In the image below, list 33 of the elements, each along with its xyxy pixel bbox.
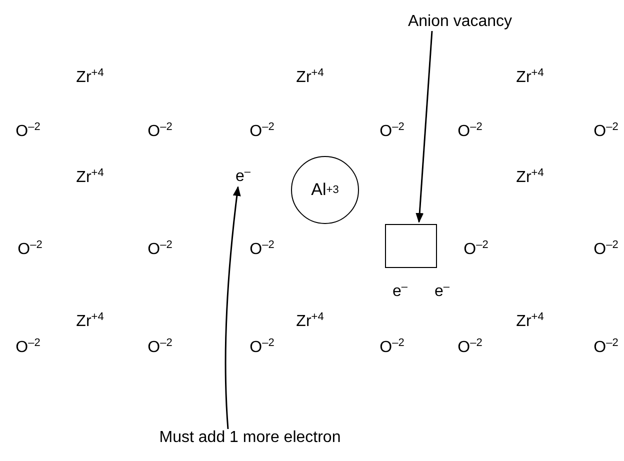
ion-label: O$^{–2}$ (250, 123, 274, 141)
ion-label: Zr$^{+4}$ (76, 313, 104, 331)
ion-label: O$^{–2}$ (458, 339, 482, 357)
ion-label: O$^{–2}$ (250, 339, 274, 357)
ion-label: Zr$^{+4}$ (516, 313, 544, 331)
ion-label: O$^{–2}$ (16, 339, 40, 357)
callout-text: Anion vacancy (408, 13, 512, 31)
ion-label: O$^{–2}$ (148, 241, 172, 259)
callout-text: Must add 1 more electron (159, 429, 341, 447)
ion-label: O$^{–2}$ (16, 123, 40, 141)
ion-label: O$^{–2}$ (594, 339, 618, 357)
arrow (224, 186, 241, 430)
ion-label: O$^{–2}$ (250, 241, 274, 259)
vacancy-square (385, 224, 437, 268)
ion-label: O$^{–2}$ (18, 241, 42, 259)
ion-label: Zr$^{+4}$ (76, 69, 104, 87)
ion-label: O$^{–2}$ (594, 123, 618, 141)
ion-label: Zr$^{+4}$ (296, 69, 324, 87)
ion-label: O$^{–2}$ (148, 123, 172, 141)
ion-label: O$^{–2}$ (464, 241, 488, 259)
ion-label: Zr$^{+4}$ (296, 313, 324, 331)
ion-label: e$^{–}$ (392, 283, 408, 301)
ion-label: e$^{–}$ (434, 283, 450, 301)
ion-label: Zr$^{+4}$ (516, 69, 544, 87)
ion-label: O$^{–2}$ (594, 241, 618, 259)
ion-label: Zr$^{+4}$ (76, 169, 104, 187)
ion-label: Zr$^{+4}$ (516, 169, 544, 187)
arrow (416, 30, 433, 223)
ion-label: O$^{–2}$ (148, 339, 172, 357)
ion-label: O$^{–2}$ (380, 123, 404, 141)
ion-label: O$^{–2}$ (380, 339, 404, 357)
ion-label: O$^{–2}$ (458, 123, 482, 141)
electron-label: e$^{–}$ (235, 168, 251, 186)
